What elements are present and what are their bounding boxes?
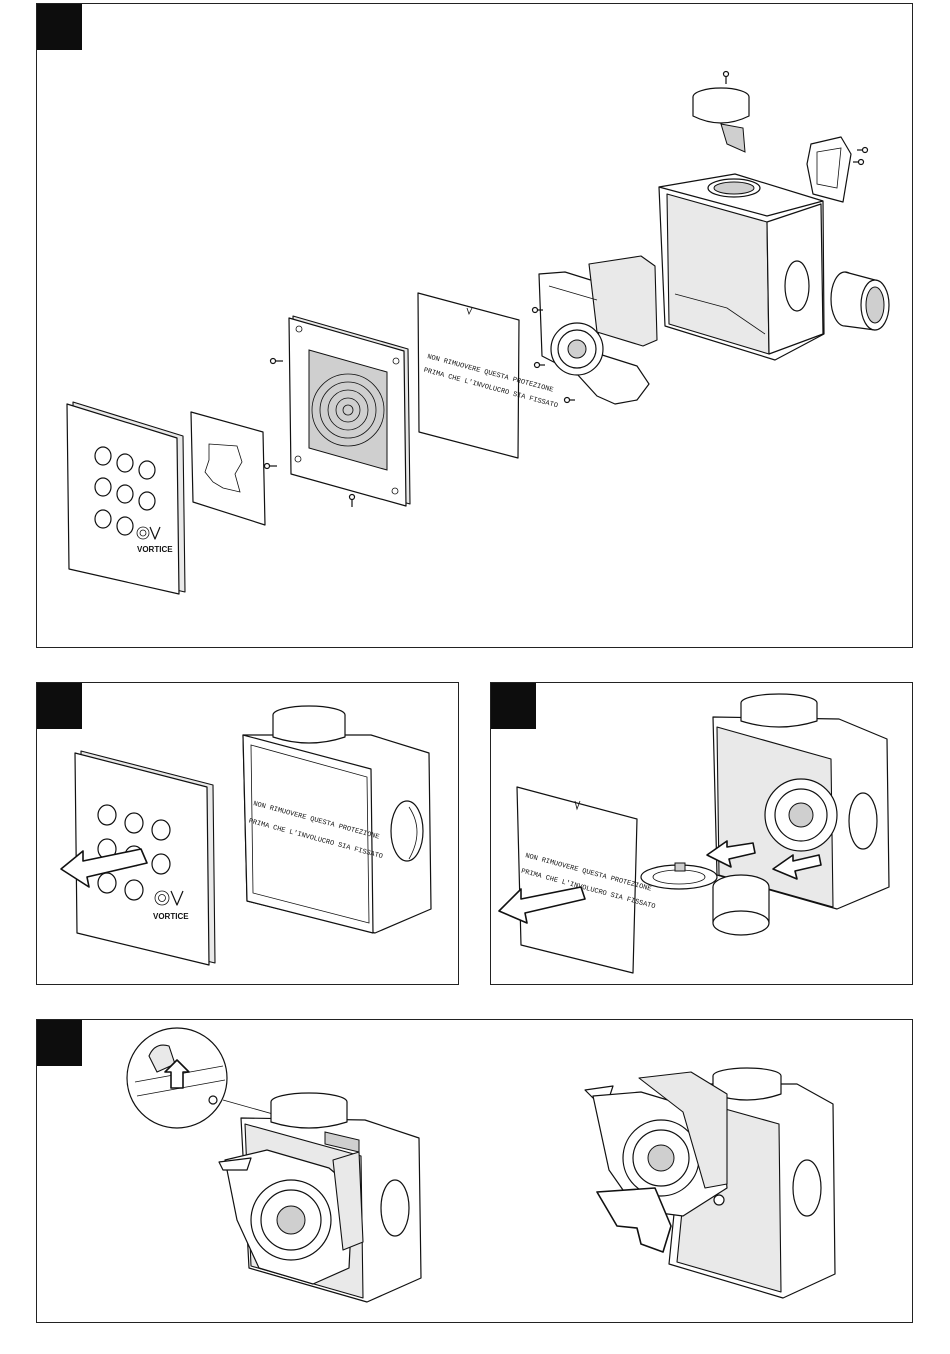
remove-fan-drawing [37, 1020, 914, 1324]
exploded-view-panel: VORTICE [36, 3, 913, 648]
brand-name: VORTICE [137, 545, 173, 554]
arrow-icon [597, 1188, 671, 1252]
side-spigot [713, 875, 769, 935]
remove-cover-panel: VORTICE NON RIMUOVERE QUESTA PROTEZIONE … [36, 682, 459, 985]
housing-box: NON RIMUOVERE QUESTA PROTEZIONE PRIMA CH… [243, 706, 431, 933]
exploded-view-drawing: VORTICE [37, 4, 914, 649]
remove-protection-drawing: NON RIMUOVERE QUESTA PROTEZIONE PRIMA CH… [491, 683, 914, 986]
remove-fan-panel [36, 1019, 913, 1323]
fan-motor-unit [539, 256, 657, 404]
side-flap [807, 137, 868, 202]
brand-name: VORTICE [153, 912, 189, 921]
remove-protection-panel: NON RIMUOVERE QUESTA PROTEZIONE PRIMA CH… [490, 682, 913, 985]
top-spigot [693, 72, 749, 153]
remove-cover-drawing: VORTICE NON RIMUOVERE QUESTA PROTEZIONE … [37, 683, 460, 986]
front-cover: VORTICE [67, 402, 185, 594]
protection-sheet: NON RIMUOVERE QUESTA PROTEZIONE PRIMA CH… [517, 787, 660, 973]
gasket [191, 412, 265, 525]
housing-box [659, 174, 824, 360]
side-flap [641, 863, 717, 889]
fan-motor-unit [219, 1150, 363, 1284]
side-spigot [831, 272, 889, 330]
grille-frame [289, 316, 410, 506]
